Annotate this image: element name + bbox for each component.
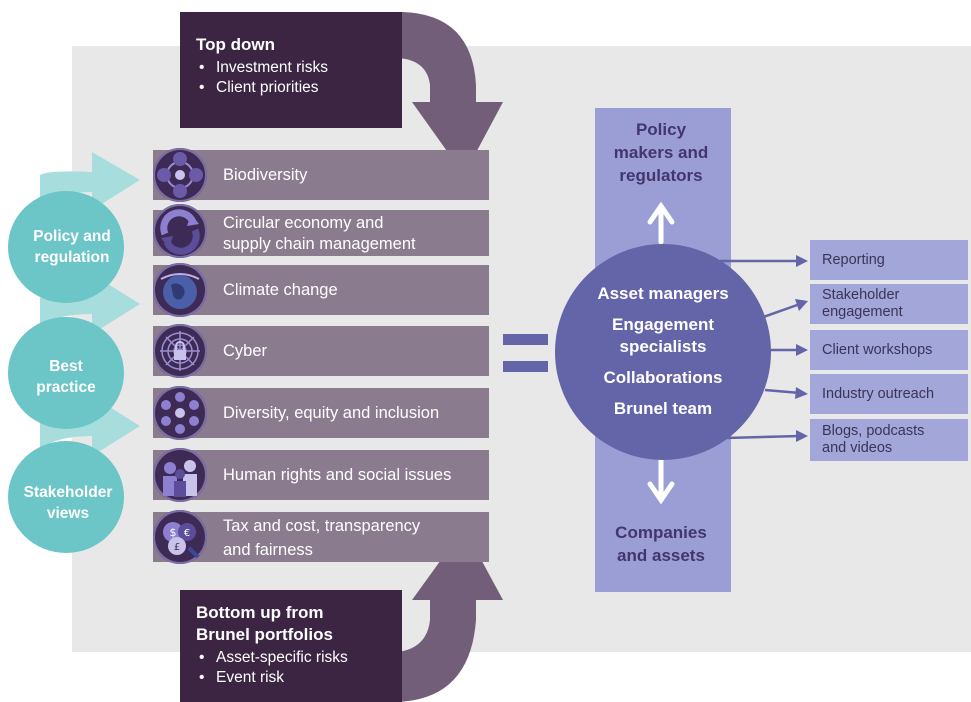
globe-icon [153,263,207,317]
policy-makers-label: Policy makers and regulators [600,118,722,187]
theme-row-cyber: Cyber [153,326,489,376]
driver-policy-regulation: Policy and regulation [14,226,130,268]
center-circle [555,244,771,460]
companies-line2: and assets [617,546,705,565]
equals-bottom-bar [503,361,548,372]
circle-line: Brunel team [613,399,713,418]
theme-label: Human rights and social issues [223,466,452,484]
svg-text:£: £ [174,542,180,553]
theme-row-biodiversity: Biodiversity [153,150,489,200]
bottom-up-bullet: Asset-specific risks [199,648,348,668]
bottom-up-bullets: Asset-specific risks Event risk [196,648,348,688]
circle-line: Asset managers [597,284,729,303]
bottom-up-arrow [396,528,503,702]
output-label-line2: engagement [822,304,903,320]
output-label: Reporting [822,251,885,268]
bottom-up-title-line2: Brunel portfolios [196,625,333,644]
bottom-up-title-line1: Bottom up from [196,603,324,622]
up-arrow [647,201,675,245]
theme-label: Climate change [223,281,338,299]
companies-line1: Companies [615,523,707,542]
driver-label: Best practice [36,358,96,396]
svg-text:$: $ [170,526,177,539]
output-blogs-podcasts: Blogs, podcasts and videos [810,419,968,461]
top-down-arrow [396,12,503,175]
output-client-workshops: Client workshops [810,330,968,370]
policy-makers-line3: regulators [619,166,703,185]
output-label-line1: Blogs, podcasts [822,423,925,439]
output-label: Industry outreach [822,385,935,402]
theme-label-line1: Tax and cost, transparency [223,517,421,535]
top-down-title: Top down [196,35,275,54]
human-rights-people-icon [153,448,207,502]
output-reporting: Reporting [810,240,968,280]
top-down-bullets: Investment risks Client priorities [196,58,328,98]
circle-line: Collaborations [603,368,723,387]
bottom-up-bullet: Event risk [199,668,348,688]
theme-label: Tax and cost, transparency and fairness [223,514,420,562]
output-label-line2: and videos [822,440,893,456]
output-label: Client workshops [822,341,933,358]
cyber-lock-icon [153,324,207,378]
equals-top-bar [503,334,548,345]
theme-label-line2: and fairness [223,541,313,559]
theme-row-circular-economy: Circular economy and supply chain manage… [153,210,489,256]
circle-line: Engagement [611,315,715,334]
driver-stakeholder-views: Stakeholder views [14,482,122,524]
output-stakeholder-engagement: Stakeholder engagement [810,284,968,324]
companies-assets-label: Companies and assets [600,521,722,567]
teal-driver-shapes [8,152,140,553]
top-down-box: Top down Investment risks Client priorit… [180,12,402,128]
output-connectors [720,255,808,442]
currency-icon: $ € £ [153,510,207,564]
theme-row-human-rights: Human rights and social issues [153,450,489,500]
driver-label: Policy and regulation [33,228,111,266]
theme-label: Cyber [223,342,268,360]
center-circle-text: Asset managers Engagement specialists Co… [565,283,761,420]
policy-makers-line1: Policy [635,120,687,139]
bottom-up-box: Bottom up from Brunel portfolios Asset-s… [180,590,402,702]
theme-row-tax: Tax and cost, transparency and fairness [153,512,489,562]
diversity-people-icon [153,386,207,440]
theme-label: Biodiversity [223,166,308,184]
theme-label-line1: Circular economy and [223,214,384,232]
theme-label: Circular economy and supply chain manage… [223,213,416,255]
output-label: Stakeholder engagement [822,287,903,321]
top-down-bullet: Investment risks [199,58,328,78]
top-down-bullet: Client priorities [199,78,328,98]
theme-row-diversity: Diversity, equity and inclusion [153,388,489,438]
svg-text:€: € [184,528,190,539]
output-label: Blogs, podcasts and videos [822,423,924,457]
theme-row-climate-change: Climate change [153,265,489,315]
circle-line: specialists [619,337,707,356]
driver-best-practice: Best practice [20,356,112,398]
policy-makers-line2: makers and [613,143,709,162]
driver-label: Stakeholder views [23,484,113,522]
output-label-line1: Stakeholder [822,287,900,303]
theme-label: Diversity, equity and inclusion [223,404,440,422]
down-arrow [647,452,675,505]
biodiversity-icon [153,148,207,202]
theme-label-line2: supply chain management [223,235,416,253]
output-industry-outreach: Industry outreach [810,374,968,414]
circular-economy-icon [153,204,207,258]
